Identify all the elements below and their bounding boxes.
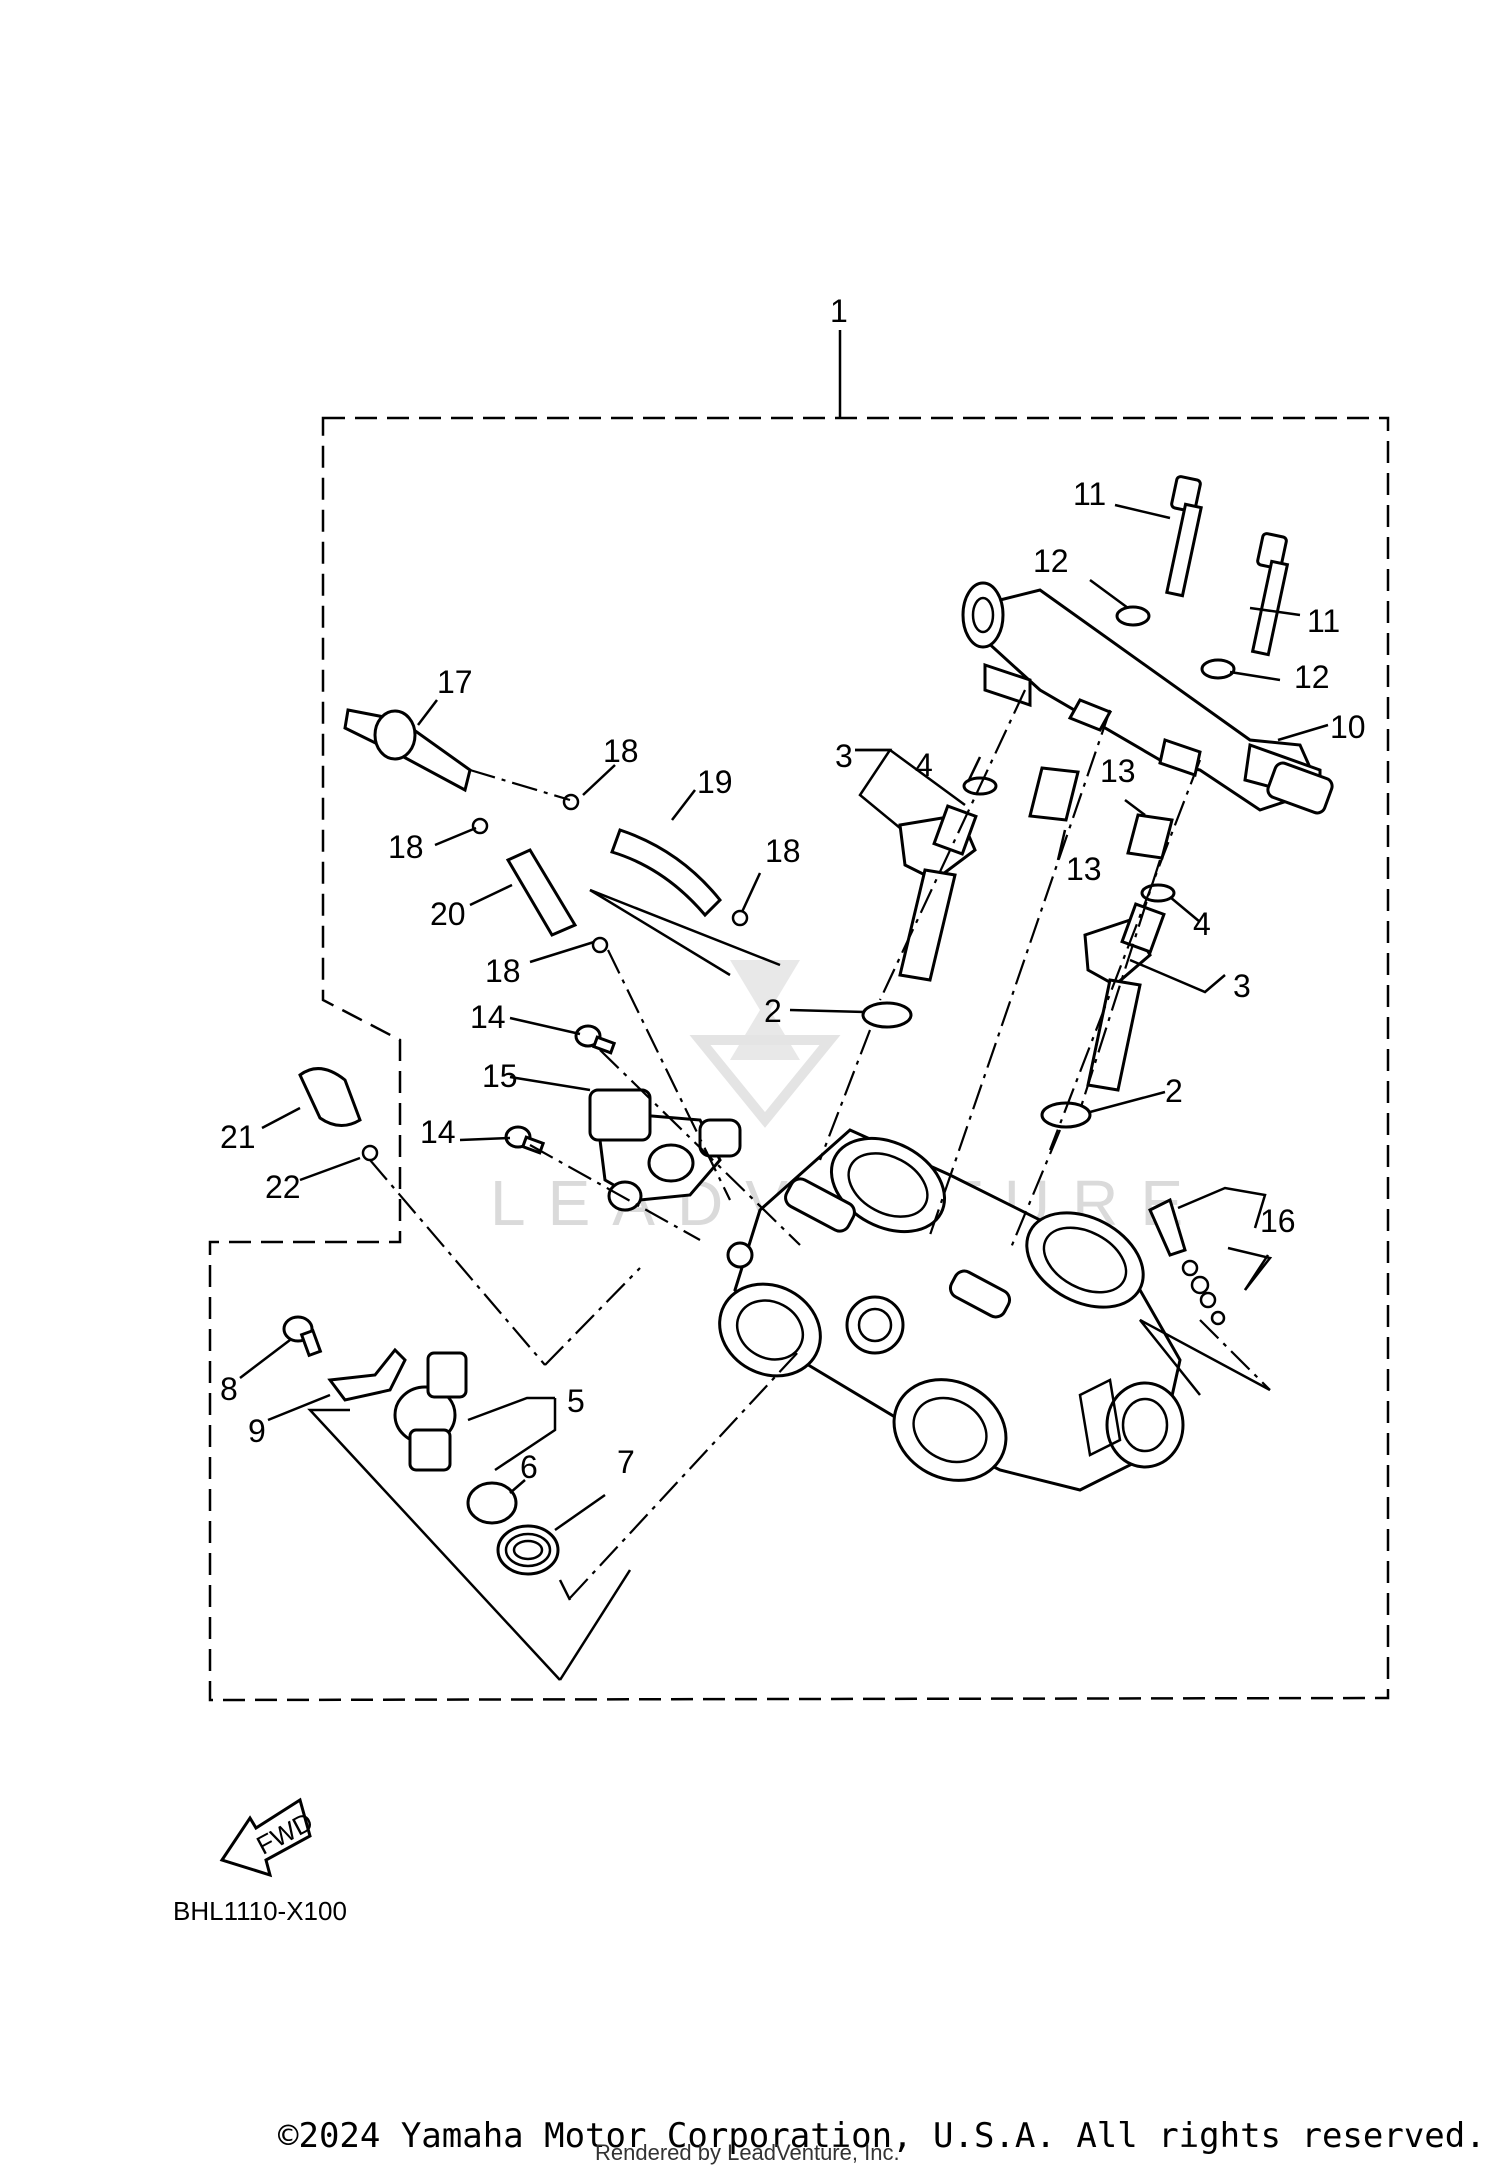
washer-12-right: [1200, 658, 1236, 680]
callout-4-left: 4: [915, 747, 933, 783]
callout-3-left: 3: [835, 738, 853, 774]
callout-18-bottom: 18: [485, 953, 521, 989]
clip-22: [361, 1144, 379, 1162]
hose-20: [505, 848, 578, 937]
callout-19: 19: [697, 764, 733, 800]
callout-22: 22: [265, 1169, 301, 1205]
fwd-arrow-icon: FWD: [219, 1797, 318, 1878]
assembly-boundary: [208, 416, 1390, 1702]
callout-2-left: 2: [764, 993, 782, 1029]
callout-3-right: 3: [1233, 968, 1251, 1004]
callout-1: 1: [830, 293, 848, 329]
callout-4-right: 4: [1193, 906, 1211, 942]
pipe-17: [343, 708, 472, 793]
callout-14-upper: 14: [470, 999, 506, 1035]
callout-7: 7: [617, 1444, 635, 1480]
callout-13-lower: 13: [1066, 851, 1102, 887]
callout-2-right: 2: [1165, 1073, 1183, 1109]
screw-kit-16: [1148, 1197, 1226, 1326]
spring-7: [496, 1524, 560, 1576]
bolt-11-left: [1165, 475, 1203, 598]
callout-labels: 1 11 11 12 12 10 17 18 18 18 18 19 20 3 …: [220, 293, 1366, 1485]
callout-12-upper: 12: [1033, 543, 1069, 579]
callout-10: 10: [1330, 709, 1366, 745]
o-ring-6: [466, 1481, 518, 1525]
callout-12-right: 12: [1294, 659, 1330, 695]
callout-18-left: 18: [388, 829, 424, 865]
lever-9: [327, 1347, 407, 1402]
throttle-body: [718, 1128, 1185, 1492]
washer-12-left: [1115, 605, 1151, 627]
callout-16: 16: [1260, 1203, 1296, 1239]
clips-18: [471, 793, 749, 954]
callout-21: 21: [220, 1119, 256, 1155]
copyright-notice: ©2024 Yamaha Motor Corporation, U.S.A. A…: [278, 2116, 1486, 2156]
callout-17: 17: [437, 664, 473, 700]
screw-14-upper: [574, 1024, 617, 1055]
spacer-13-left: [1028, 766, 1080, 822]
callout-20: 20: [430, 896, 466, 932]
injector-3-right: [1040, 883, 1176, 1129]
callout-18-right: 18: [765, 833, 801, 869]
cap-21: [298, 1067, 362, 1127]
callout-11-right: 11: [1307, 603, 1340, 639]
sensor-5: [393, 1351, 468, 1472]
callout-11-upper: 11: [1073, 476, 1106, 512]
callout-5: 5: [567, 1383, 585, 1419]
callout-14-lower: 14: [420, 1114, 456, 1150]
callout-6: 6: [520, 1449, 538, 1485]
callout-18-top: 18: [603, 733, 639, 769]
callout-9: 9: [248, 1413, 266, 1449]
alignment-chains: [369, 689, 1271, 1599]
rendered-by-notice: Rendered by LeadVenture, Inc.: [595, 2140, 900, 2165]
leader-lines: [239, 503, 1329, 1681]
hose-19: [610, 828, 723, 918]
callout-15: 15: [482, 1058, 518, 1094]
callout-8: 8: [220, 1371, 238, 1407]
screw-8: [282, 1315, 323, 1358]
fuel-rail: [961, 581, 1334, 815]
callout-13-upper: 13: [1100, 753, 1136, 789]
bolt-11-right: [1250, 532, 1290, 657]
diagram-code: BHL1110-X100: [173, 1896, 347, 1926]
injector-3-left: [861, 776, 998, 1029]
